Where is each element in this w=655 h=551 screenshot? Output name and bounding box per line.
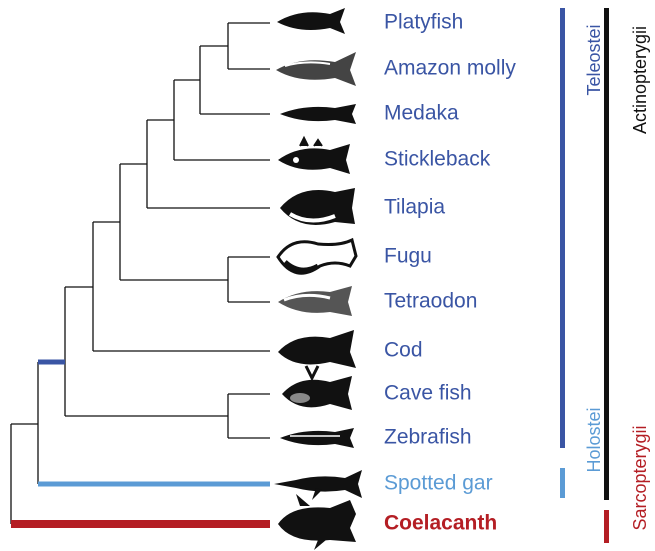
species-label: Cod [384,339,423,362]
branch-cavefish-zebrafish [228,394,270,438]
clade-label-actinopterygii: Actinopterygii [630,26,650,134]
branch-root [11,424,38,524]
spotted-gar-icon [274,470,362,500]
clade-label-sarcopterygii: Sarcopterygii [630,425,650,530]
fugu-icon [278,240,356,273]
cave-fish-icon [282,376,352,410]
teleostei-bar [560,8,565,448]
medaka-icon [280,104,356,124]
species-label: Medaka [384,102,459,125]
species-label: Spotted gar [384,472,493,495]
clade-label-teleostei: Teleostei [584,24,604,95]
species-label: Stickleback [384,148,491,171]
fish-silhouettes [274,8,362,550]
tree-branches [11,23,270,524]
species-label: Amazon molly [384,57,516,80]
species-label: Tetraodon [384,290,477,313]
zebrafish-icon [280,428,354,448]
cod-icon [278,330,356,378]
species-label: Zebrafish [384,426,472,449]
clade-label-holostei: Holostei [584,407,604,472]
branch-tilapia [147,120,270,208]
species-label: Fugu [384,245,432,268]
branch-fugu-tetraodon [228,257,270,302]
species-label: Tilapia [384,196,445,219]
branch-stickleback [174,80,270,160]
branch-platyfish-molly [228,23,270,69]
species-label: Platyfish [384,11,463,34]
amazon-molly-icon [276,52,356,86]
tilapia-icon [280,188,355,225]
holostei-bar [560,468,565,498]
coelacanth-icon [278,494,356,550]
branch-medaka [200,46,270,114]
branch-percomorpha [120,164,228,280]
species-label: Cave fish [384,382,472,405]
stickleback-icon [278,138,350,174]
platyfish-icon [277,8,345,34]
tetraodon-icon [278,286,352,316]
species-label: Coelacanth [384,512,497,535]
sarcopterygii-bar [604,510,609,543]
actinopterygii-bar [604,8,609,500]
